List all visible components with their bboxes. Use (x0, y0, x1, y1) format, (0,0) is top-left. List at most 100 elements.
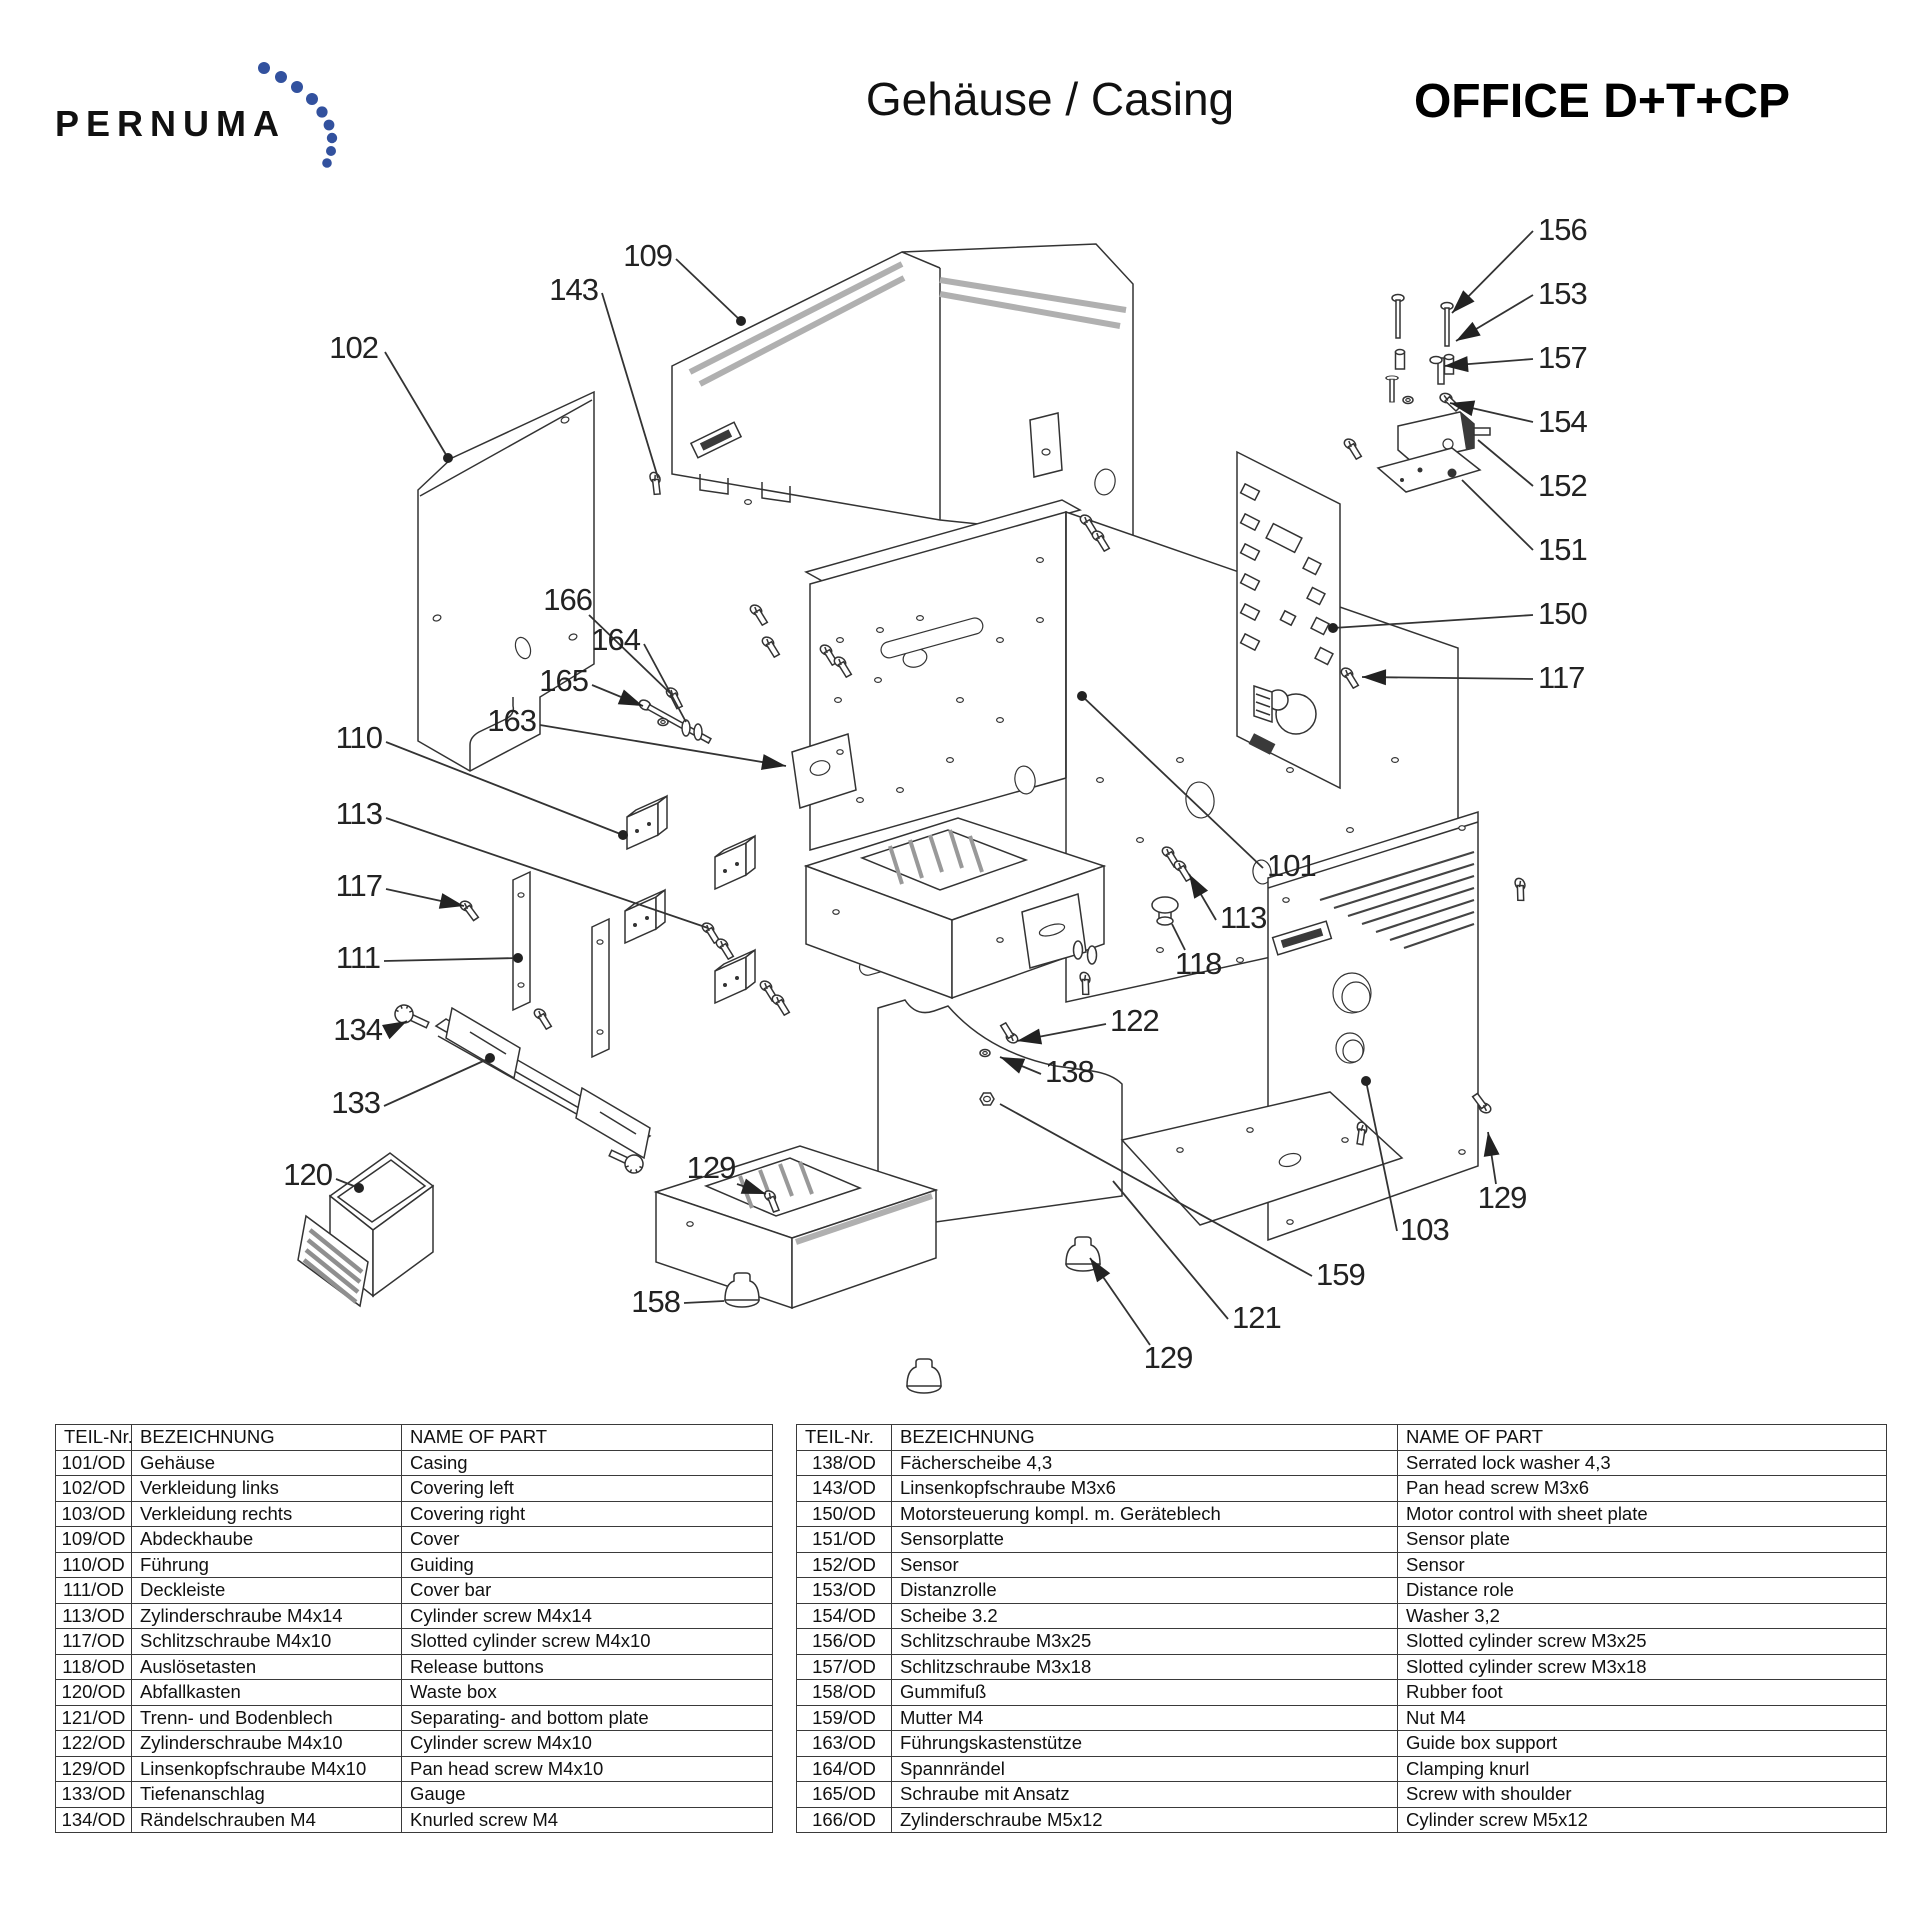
callout-118: 118 (1171, 923, 1222, 981)
cell-bezeichnung: Verkleidung links (131, 1475, 402, 1502)
part-number-label: 113 (1220, 900, 1266, 935)
part-number-label: 164 (591, 622, 640, 657)
part-number-label: 157 (1538, 340, 1587, 375)
cell-part-number: 143/OD (796, 1475, 892, 1502)
cell-part-number: 152/OD (796, 1551, 892, 1578)
cell-part-number: 134/OD (55, 1806, 132, 1833)
cell-name-of-part: Cylinder screw M4x10 (401, 1730, 773, 1757)
part-bottom-plate-121 (653, 999, 1404, 1310)
callout-121: 121 (1112, 1180, 1282, 1335)
cell-name-of-part: Motor control with sheet plate (1397, 1500, 1887, 1527)
cell-part-number: 109/OD (55, 1526, 132, 1553)
cell-bezeichnung: Linsenkopfschraube M3x6 (891, 1475, 1398, 1502)
cell-bezeichnung: Fächerscheibe 4,3 (891, 1449, 1398, 1476)
cell-part-number: 118/OD (55, 1653, 132, 1680)
cell-bezeichnung: Sensor (891, 1551, 1398, 1578)
callout-165: 165 (539, 663, 644, 707)
cell-part-number: 138/OD (796, 1449, 892, 1476)
cell-part-number: 153/OD (796, 1577, 892, 1604)
callout-113: 113 (1188, 873, 1267, 935)
cell-part-number: 166/OD (796, 1806, 892, 1833)
col-header-teil-nr: TEIL-Nr. (796, 1424, 892, 1451)
cell-part-number: 121/OD (55, 1704, 132, 1731)
cell-name-of-part: Release buttons (401, 1653, 773, 1680)
part-number-label: 150 (1538, 596, 1587, 631)
cell-name-of-part: Pan head screw M3x6 (1397, 1475, 1887, 1502)
parts-table-left: TEIL-Nr. BEZEICHNUNG NAME OF PART 101/OD… (55, 1424, 773, 1833)
cell-bezeichnung: Spannrändel (891, 1755, 1398, 1782)
part-number-label: 109 (623, 238, 672, 273)
part-number-label: 166 (543, 582, 592, 617)
cell-name-of-part: Guiding (401, 1551, 773, 1578)
callout-153: 153 (1455, 276, 1588, 342)
cell-part-number: 156/OD (796, 1628, 892, 1655)
callout-138: 138 (999, 1054, 1095, 1089)
callout-143: 143 (549, 272, 659, 479)
part-number-label: 101 (1267, 848, 1316, 883)
cell-part-number: 103/OD (55, 1500, 132, 1527)
part-sensor-plate-151 (1376, 447, 1482, 493)
cell-name-of-part: Sensor (1397, 1551, 1887, 1578)
callout-117: 117 (1361, 660, 1585, 695)
callout-134: 134 (333, 1012, 408, 1047)
cell-name-of-part: Waste box (401, 1679, 773, 1706)
callout-111: 111 (336, 940, 523, 975)
cell-part-number: 111/OD (55, 1577, 132, 1604)
cell-bezeichnung: Abfallkasten (131, 1679, 402, 1706)
col-header-teil-nr: TEIL-Nr. (55, 1424, 132, 1451)
cell-name-of-part: Washer 3,2 (1397, 1602, 1887, 1629)
part-number-label: 163 (487, 703, 536, 738)
callout-102: 102 (329, 330, 453, 463)
part-guide-box-support-163 (638, 469, 857, 809)
part-number-label: 143 (549, 272, 598, 307)
cell-part-number: 122/OD (55, 1730, 132, 1757)
cell-name-of-part: Slotted cylinder screw M3x25 (1397, 1628, 1887, 1655)
part-number-label: 117 (1538, 660, 1584, 695)
cell-part-number: 158/OD (796, 1679, 892, 1706)
cell-name-of-part: Casing (401, 1449, 773, 1476)
cell-name-of-part: Covering right (401, 1500, 773, 1527)
cell-bezeichnung: Zylinderschraube M4x14 (131, 1602, 402, 1629)
cell-bezeichnung: Rändelschrauben M4 (131, 1806, 402, 1833)
callout-151: 151 (1461, 479, 1588, 567)
cell-part-number: 150/OD (796, 1500, 892, 1527)
cell-name-of-part: Pan head screw M4x10 (401, 1755, 773, 1782)
part-number-label: 111 (336, 940, 380, 975)
cell-bezeichnung: Tiefenanschlag (131, 1781, 402, 1808)
cell-part-number: 159/OD (796, 1704, 892, 1731)
part-number-label: 138 (1045, 1054, 1094, 1089)
callout-152: 152 (1477, 439, 1588, 503)
cell-name-of-part: Cylinder screw M5x12 (1397, 1806, 1887, 1833)
cell-name-of-part: Slotted cylinder screw M4x10 (401, 1628, 773, 1655)
cell-bezeichnung: Motorsteuerung kompl. m. Geräteblech (891, 1500, 1398, 1527)
callout-156: 156 (1451, 212, 1588, 314)
table-header-row: TEIL-Nr. BEZEICHNUNG NAME OF PART (55, 1424, 773, 1451)
part-number-label: 134 (333, 1012, 382, 1047)
part-number-label: 120 (283, 1157, 332, 1192)
part-number-label: 122 (1110, 1003, 1159, 1038)
cell-name-of-part: Distance role (1397, 1577, 1887, 1604)
callout-110: 110 (336, 720, 628, 840)
part-number-label: 159 (1316, 1257, 1365, 1292)
part-number-label: 129 (687, 1150, 736, 1185)
cell-part-number: 101/OD (55, 1449, 132, 1476)
part-number-label: 129 (1478, 1180, 1527, 1215)
part-number-label: 153 (1538, 276, 1587, 311)
part-number-label: 151 (1538, 532, 1587, 567)
